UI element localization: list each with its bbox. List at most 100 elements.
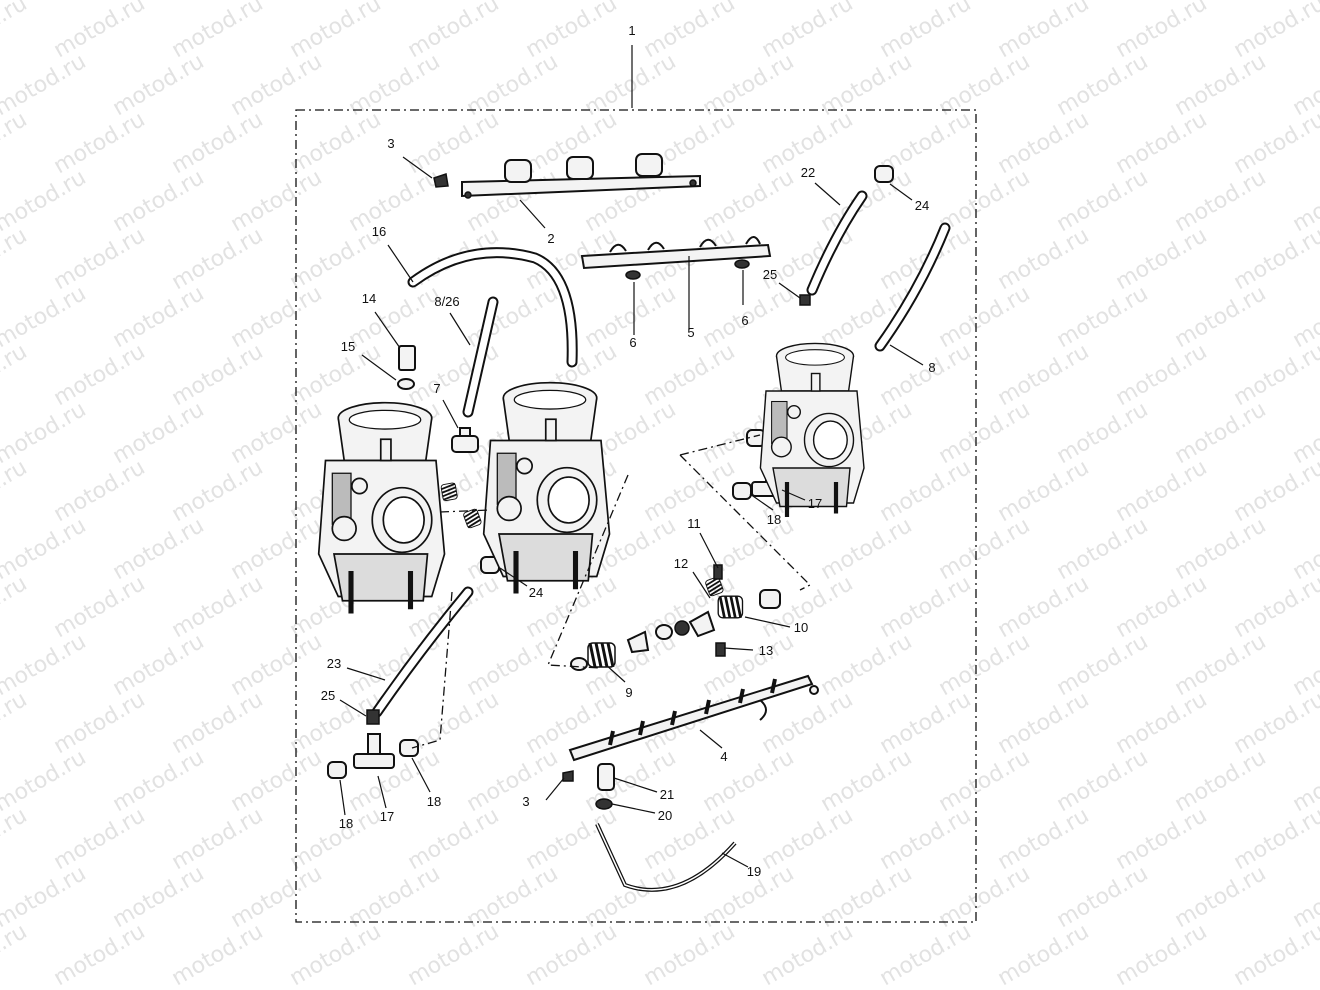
watermark-text: motod.ru [1112,687,1212,759]
watermark-text: motod.ru [935,861,1035,933]
watermark-text: motod.ru [1053,165,1153,237]
watermark-text: motod.ru [1171,513,1271,585]
watermark-text: motod.ru [404,339,504,411]
watermark-text: motod.ru [1230,107,1320,179]
screw-21-part [597,763,615,791]
watermark-text: motod.ru [168,919,268,990]
watermark-text: motod.ru [227,165,327,237]
hose-23-part [371,586,474,718]
assembly-frame [295,109,977,923]
watermark-text: motod.ru [640,0,740,63]
watermark-text: motod.ru [758,0,858,63]
watermark-text: motod.ru [758,919,858,990]
watermark-text: motod.ru [286,803,386,875]
watermark-text: motod.ru [1171,629,1271,701]
watermark-text: motod.ru [168,339,268,411]
watermark-text: motod.ru [758,687,858,759]
watermark-text: motod.ru [1230,571,1320,643]
watermark-text: motod.ru [168,687,268,759]
cap-part [759,589,781,609]
watermark-text: motod.ru [640,803,740,875]
hose-8-part [874,222,951,352]
watermark-text: motod.ru [50,571,150,643]
watermark-text: motod.ru [168,107,268,179]
bolt-part [433,173,449,188]
watermark-text: motod.ru [1171,745,1271,817]
leader-lines [339,156,924,868]
watermark-text: motod.ru [935,745,1035,817]
watermark-text: motod.ru [463,629,563,701]
callout-7: 7 [433,381,440,396]
callout-2: 2 [547,231,554,246]
watermark-text: motod.ru [227,397,327,469]
cap-14-part [398,345,416,371]
watermark-text: motod.ru [758,803,858,875]
washer-part [674,620,690,636]
callout-5: 5 [687,325,694,340]
watermark-text: motod.ru [286,919,386,990]
watermark-text: motod.ru [1230,223,1320,295]
watermark-text: motod.ru [1112,803,1212,875]
watermark-text: motod.ru [817,513,917,585]
spring-20-part [595,798,613,810]
watermark-text: motod.ru [1112,0,1212,63]
callout-13: 13 [759,643,773,658]
watermark-text: motod.ru [876,455,976,527]
watermark-text: motod.ru [640,339,740,411]
carburetor-left [319,403,445,614]
watermark-text: motod.ru [227,281,327,353]
watermark-text: motod.ru [50,339,150,411]
callout-10: 10 [794,620,808,635]
watermark-text: motod.ru [994,107,1094,179]
watermark-text: motod.ru [286,223,386,295]
callout-9: 9 [625,685,632,700]
callout-3: 3 [387,136,394,151]
watermark-text: motod.ru [1053,397,1153,469]
watermark-text: motod.ru [109,513,209,585]
watermark-text: motod.ru [109,165,209,237]
hose-22-part [806,190,868,296]
callout-8: 8 [928,360,935,375]
callout-23: 23 [327,656,341,671]
callout-18: 18 [427,794,441,809]
watermark-text: motod.ru [876,339,976,411]
watermark-text: motod.ru [463,745,563,817]
t-piece-17-part [353,733,395,769]
watermark-text: motod.ru [876,919,976,990]
linkage-bar-part [568,674,819,762]
watermark-text: motod.ru [168,571,268,643]
link-plate-part [688,610,716,638]
watermark-text: motod.ru [0,687,31,759]
watermark-text: motod.ru [463,281,563,353]
clip-15-part [397,378,415,390]
watermark-text: motod.ru [109,49,209,121]
watermark-text: motod.ru [1053,513,1153,585]
callout-14: 14 [362,291,376,306]
callout-15: 15 [341,339,355,354]
watermark-text: motod.ru [168,223,268,295]
watermark-text: motod.ru [0,455,31,527]
watermark-text: motod.ru [50,223,150,295]
bolt-part [562,770,574,782]
watermark-text: motod.ru [994,339,1094,411]
watermark-text: motod.ru [994,455,1094,527]
callout-12: 12 [674,556,688,571]
watermark-text: motod.ru [1053,745,1153,817]
watermark-text: motod.ru [1112,455,1212,527]
watermark-text: motod.ru [50,455,150,527]
linkage-guide-lines [547,434,812,669]
watermark-text: motod.ru [994,0,1094,63]
linkage-guide-lines [439,509,491,513]
watermark-text: motod.ru [109,281,209,353]
watermark-text: motod.ru [50,0,150,63]
watermark-text: motod.ru [935,281,1035,353]
callout-17: 17 [808,496,822,511]
carburetor-right [760,343,864,517]
watermark-text: motod.ru [1053,861,1153,933]
callout-3: 3 [522,794,529,809]
watermark-text: motod.ru [876,571,976,643]
cap-18-part [327,761,347,779]
watermark-text: motod.ru [1289,0,1320,5]
watermark-text: motod.ru [1230,687,1320,759]
watermark-text: motod.ru [1230,919,1320,990]
